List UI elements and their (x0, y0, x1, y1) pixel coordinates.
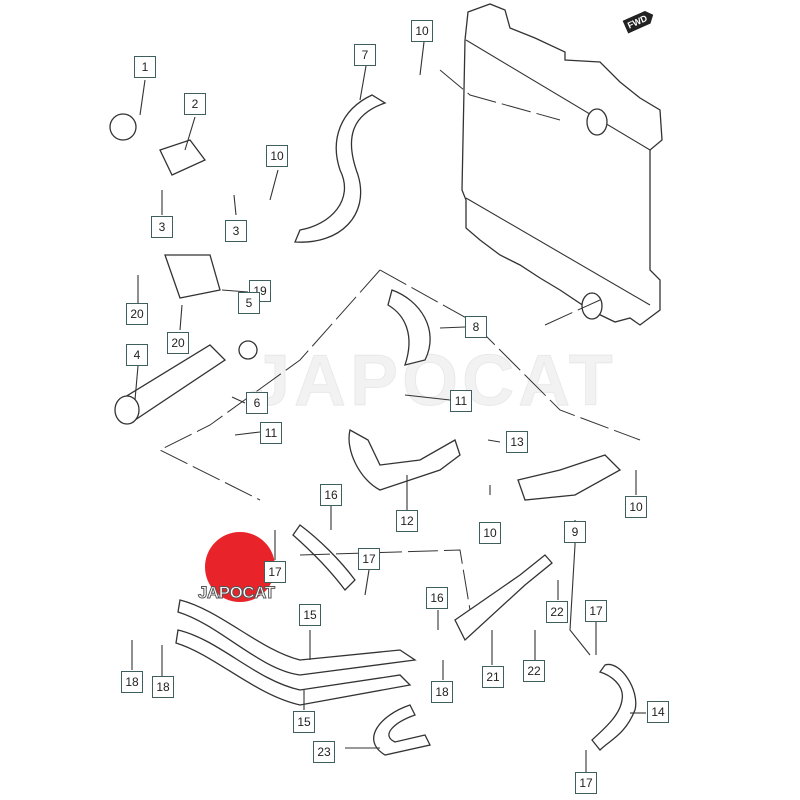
callout-11[interactable]: 11 (450, 390, 472, 412)
callout-3[interactable]: 3 (151, 216, 173, 238)
callout-17[interactable]: 17 (264, 561, 286, 583)
callout-7[interactable]: 7 (354, 44, 376, 66)
callout-4[interactable]: 4 (126, 344, 148, 366)
callout-18[interactable]: 18 (431, 681, 453, 703)
callout-16[interactable]: 16 (320, 484, 342, 506)
callout-21[interactable]: 21 (482, 666, 504, 688)
thermostat (109, 113, 137, 141)
callout-10[interactable]: 10 (411, 20, 433, 42)
callout-10[interactable]: 10 (266, 145, 288, 167)
callout-16[interactable]: 16 (426, 587, 448, 609)
callout-1[interactable]: 1 (134, 56, 156, 78)
callout-22[interactable]: 22 (546, 601, 568, 623)
callout-10[interactable]: 10 (479, 522, 501, 544)
callout-22[interactable]: 22 (523, 660, 545, 682)
callout-5[interactable]: 5 (238, 292, 260, 314)
callout-18[interactable]: 18 (152, 676, 174, 698)
callout-15[interactable]: 15 (299, 604, 321, 626)
hose-16 (292, 524, 356, 591)
japocat-logo (205, 532, 275, 602)
callout-6[interactable]: 6 (246, 392, 268, 414)
hose-14 (591, 663, 637, 751)
callout-8[interactable]: 8 (465, 316, 487, 338)
o-ring (238, 340, 258, 360)
callout-13[interactable]: 13 (506, 431, 528, 453)
gasket (164, 254, 221, 299)
watermark: JAPOCAT (250, 341, 617, 422)
radiator (461, 3, 663, 326)
callout-18[interactable]: 18 (121, 671, 143, 693)
hose-9 (517, 454, 622, 501)
callout-17[interactable]: 17 (585, 600, 607, 622)
callout-17[interactable]: 17 (575, 772, 597, 794)
callout-2[interactable]: 2 (184, 93, 206, 115)
hose-12 (348, 429, 461, 491)
hose-15b (175, 629, 412, 706)
callout-9[interactable]: 9 (564, 521, 586, 543)
hose-15a (177, 599, 417, 676)
hose-23 (373, 704, 431, 756)
callout-10[interactable]: 10 (625, 496, 647, 518)
callout-20[interactable]: 20 (167, 332, 189, 354)
callout-20[interactable]: 20 (126, 303, 148, 325)
callout-14[interactable]: 14 (647, 701, 669, 723)
logo-text: JAPOCAT (197, 583, 275, 603)
callout-15[interactable]: 15 (293, 711, 315, 733)
callout-17[interactable]: 17 (358, 548, 380, 570)
hose-8 (387, 289, 431, 366)
callout-12[interactable]: 12 (396, 510, 418, 532)
thermostat-cap (159, 139, 207, 176)
callout-23[interactable]: 23 (313, 741, 335, 763)
callout-11[interactable]: 11 (260, 422, 282, 444)
pipe-21 (454, 554, 553, 642)
callout-3[interactable]: 3 (225, 220, 247, 242)
hose-7 (294, 94, 387, 243)
